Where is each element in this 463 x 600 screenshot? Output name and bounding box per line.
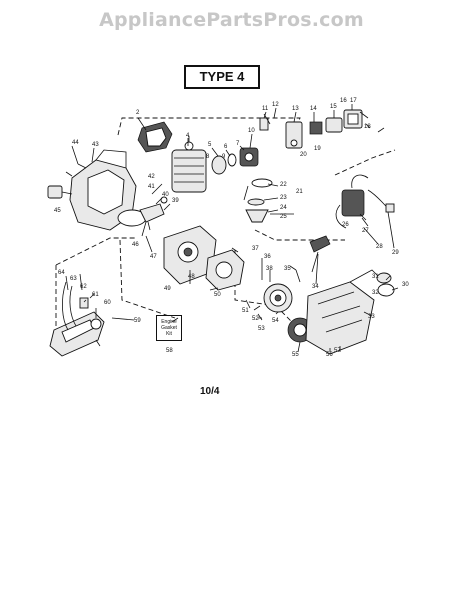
callout-36: 36 [264, 254, 271, 260]
callout-31: 31 [372, 274, 379, 280]
callout-11: 11 [262, 106, 269, 112]
callout-35: 35 [284, 266, 291, 272]
callout-50: 50 [214, 292, 221, 298]
callout-42: 42 [148, 174, 155, 180]
callout-21: 21 [296, 189, 303, 195]
callout-5: 5 [208, 142, 212, 148]
callout-18: 18 [364, 124, 371, 130]
callout-29: 29 [392, 250, 399, 256]
callout-56: 56 [326, 352, 333, 358]
callout-23: 23 [280, 195, 287, 201]
crankshaft [139, 196, 168, 237]
kit-label-line2: Gasket [161, 325, 177, 331]
type-label: TYPE 4 [184, 65, 260, 89]
callout-49: 49 [164, 286, 171, 292]
callout-63: 63 [70, 276, 77, 282]
callout-61: 61 [92, 292, 99, 298]
callout-4: 4 [186, 133, 190, 139]
ignition-coil [335, 174, 395, 229]
callout-7: 7 [236, 141, 240, 147]
callout-57: 57 [334, 348, 341, 354]
callout-46: 46 [132, 242, 139, 248]
callout-28: 28 [376, 244, 383, 250]
callout-53: 53 [258, 326, 265, 332]
callout-55: 55 [292, 352, 299, 358]
group-line-coil [334, 149, 396, 176]
callout-8: 8 [206, 154, 210, 160]
callout-15: 15 [330, 104, 337, 110]
engine-shroud [69, 149, 137, 231]
callout-62: 62 [80, 284, 87, 290]
callout-45: 45 [54, 208, 61, 214]
screws [65, 127, 385, 347]
group-line-right [254, 229, 345, 241]
group-line-left [55, 237, 135, 266]
callout-51: 51 [242, 308, 249, 314]
cylinder [171, 136, 207, 193]
callout-64: 64 [58, 270, 65, 276]
group-line-middle [119, 239, 176, 319]
callout-38: 38 [266, 266, 273, 272]
callout-26: 26 [342, 222, 349, 228]
callout-34: 34 [312, 284, 319, 290]
callout-43: 43 [92, 142, 99, 148]
callout-41: 41 [148, 184, 155, 190]
callout-47: 47 [150, 254, 157, 260]
callout-9: 9 [222, 154, 226, 160]
callout-37: 37 [252, 246, 259, 252]
fuel-tank-cap [47, 185, 73, 199]
callout-22: 22 [280, 182, 287, 188]
callout-48: 48 [188, 274, 195, 280]
callout-30: 30 [402, 282, 409, 288]
flywheel-housing [205, 249, 245, 291]
callout-25: 25 [280, 214, 287, 220]
leader-lines [65, 104, 399, 353]
callout-54: 54 [272, 318, 279, 324]
crankcase [117, 209, 217, 285]
callout-32: 32 [372, 290, 379, 296]
callout-58: 58 [166, 348, 173, 354]
watermark: AppliancePartsPros.com [99, 9, 364, 31]
callout-40: 40 [162, 192, 169, 198]
callout-59: 59 [134, 318, 141, 324]
callout-44: 44 [72, 140, 79, 146]
piston-assembly [211, 147, 259, 175]
callout-60: 60 [104, 300, 111, 306]
callout-20: 20 [300, 152, 307, 158]
callout-17: 17 [350, 98, 357, 104]
callout-19: 19 [314, 146, 321, 152]
callout-10: 10 [248, 128, 255, 134]
engine-gasket-kit-box: Engine Gasket Kit [156, 315, 182, 341]
revision-label: 10/4 [200, 386, 220, 397]
callout-52: 52 [252, 316, 259, 322]
callout-24: 24 [280, 205, 287, 211]
callout-2: 2 [136, 110, 140, 116]
callout-13: 13 [292, 106, 299, 112]
air-filter-cover [137, 121, 173, 153]
callout-16: 16 [340, 98, 347, 104]
callout-39: 39 [172, 198, 179, 204]
callout-27: 27 [362, 228, 369, 234]
drive-shaft-cap [376, 272, 395, 297]
kit-label-line1: Engine [161, 319, 177, 325]
callout-14: 14 [310, 106, 317, 112]
intake-adapter [243, 178, 273, 223]
throttle-handle [49, 281, 105, 357]
callout-12: 12 [272, 102, 279, 108]
kit-label-line3: Kit [166, 331, 172, 337]
callout-6: 6 [224, 144, 228, 150]
callout-33: 33 [368, 314, 375, 320]
clutch-housing [305, 269, 381, 355]
